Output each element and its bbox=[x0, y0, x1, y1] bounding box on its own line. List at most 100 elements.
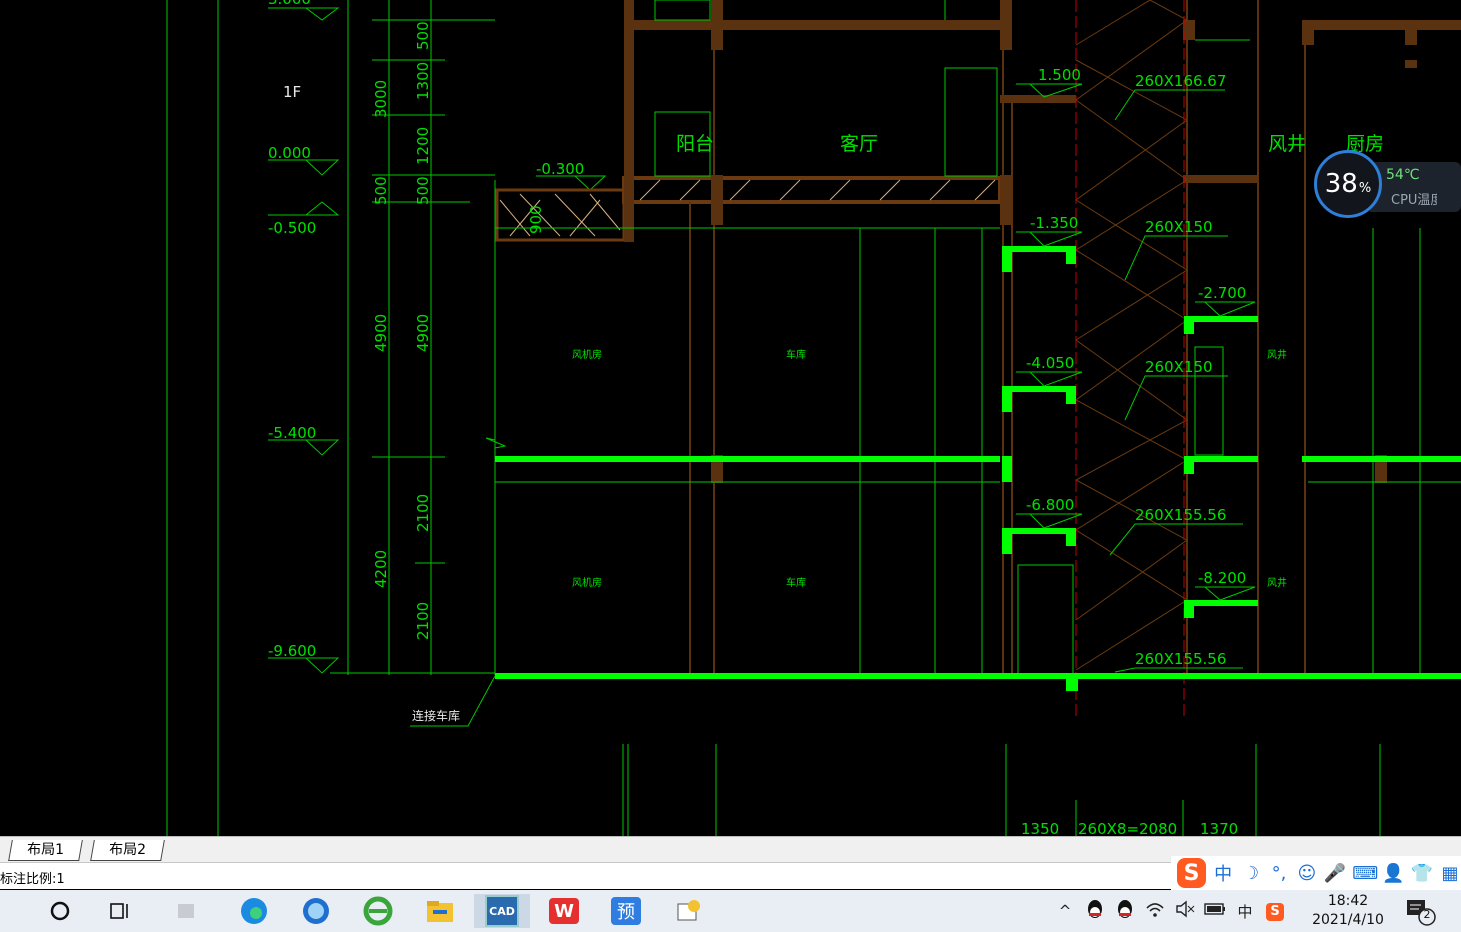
stair-level-1: 1.500 bbox=[1038, 66, 1081, 84]
clock-time: 18:42 bbox=[1327, 893, 1369, 909]
cpu-temperature: 54℃ bbox=[1386, 167, 1420, 183]
tray-expand-icon[interactable]: ^ bbox=[1058, 902, 1072, 920]
ime-indicator[interactable]: 中 bbox=[1237, 902, 1253, 921]
emoji-icon[interactable]: ☺ bbox=[1297, 862, 1317, 884]
skin-icon[interactable]: 👕 bbox=[1410, 862, 1434, 884]
room-shaft-small-2: 风井 bbox=[1267, 576, 1287, 589]
clock-date: 2021/4/10 bbox=[1312, 912, 1384, 928]
stair-level-5: -6.800 bbox=[1026, 496, 1074, 514]
sogou-logo-icon[interactable]: S bbox=[1177, 858, 1207, 888]
microphone-icon[interactable]: 🎤 bbox=[1323, 862, 1347, 884]
stair-spec-d: 260X155.56 bbox=[1135, 506, 1226, 524]
level-b2: -9.600 bbox=[268, 642, 316, 660]
room-fan-2: 风机房 bbox=[572, 576, 602, 589]
start-search-icon[interactable] bbox=[40, 894, 80, 928]
tab-layout-2-label: 布局2 bbox=[109, 842, 147, 858]
connect-garage-label: 连接车库 bbox=[412, 708, 460, 723]
bottom-dim-right: 1370 bbox=[1200, 820, 1238, 836]
dim-inner-500: 500 bbox=[414, 176, 432, 205]
help-app-icon[interactable] bbox=[668, 894, 708, 928]
sogou-tray-icon[interactable]: S bbox=[1260, 901, 1290, 921]
stair-spec-a: 260X166.67 bbox=[1135, 72, 1226, 90]
moon-icon[interactable]: ☽ bbox=[1242, 862, 1260, 884]
dim-inner-4900: 4900 bbox=[414, 314, 432, 352]
volume-mute-icon[interactable] bbox=[1170, 900, 1200, 922]
tab-layout-1-label: 布局1 bbox=[27, 842, 65, 858]
tab-layout-1[interactable]: 布局1 bbox=[8, 840, 83, 861]
cad-app-icon[interactable]: CAD bbox=[474, 894, 530, 928]
ime-chinese-mode[interactable]: 中 bbox=[1214, 864, 1233, 885]
room-garage-1: 车库 bbox=[786, 348, 806, 361]
room-garage-2: 车库 bbox=[786, 576, 806, 589]
cad-app-badge: CAD bbox=[485, 895, 519, 927]
file-explorer-icon[interactable] bbox=[420, 894, 460, 928]
level-ground: -0.500 bbox=[268, 219, 316, 237]
level-b1: -5.400 bbox=[268, 424, 316, 442]
battery-icon[interactable] bbox=[1200, 902, 1230, 920]
cpu-temp-label: CPU温度 bbox=[1391, 193, 1437, 208]
level-floor-1: 0.000 bbox=[268, 144, 311, 162]
toolbox-icon[interactable]: ▦ bbox=[1441, 862, 1459, 884]
sogou-tray-label: S bbox=[1266, 903, 1284, 921]
cpu-monitor-widget[interactable]: 54℃ CPU温度 38% bbox=[1314, 150, 1461, 226]
stair-level-6: -8.200 bbox=[1198, 569, 1246, 587]
preview-app-icon[interactable]: 预 bbox=[606, 894, 646, 928]
ie-icon[interactable] bbox=[358, 894, 398, 928]
ime-toolbar: S 中 ☽ °, ☺ 🎤 ⌨ 👤 👕 ▦ bbox=[1171, 856, 1461, 890]
punctuation-icon[interactable]: °, bbox=[1271, 862, 1287, 884]
room-shaft: 风井 bbox=[1268, 133, 1306, 155]
level-top: 3.000 bbox=[268, 0, 311, 8]
dim-slab-900: 900 bbox=[527, 205, 545, 234]
tab-layout-2[interactable]: 布局2 bbox=[90, 840, 165, 861]
cpu-usage-gauge: 38% bbox=[1314, 150, 1382, 218]
stair-level-2: -1.350 bbox=[1030, 214, 1078, 232]
level-terrace: -0.300 bbox=[536, 160, 584, 178]
box-app-icon[interactable] bbox=[166, 894, 206, 928]
stair-spec-e: 260X155.56 bbox=[1135, 650, 1226, 668]
qq-icon[interactable] bbox=[1080, 899, 1110, 923]
wps-badge: W bbox=[549, 898, 579, 924]
edge-icon[interactable] bbox=[234, 894, 274, 928]
bottom-dim-mid: 260X8=2080 bbox=[1078, 820, 1177, 836]
dim-inner-1200: 1200 bbox=[414, 127, 432, 165]
notification-center-icon[interactable]: 2 bbox=[1404, 896, 1436, 926]
cpu-usage-value: 38 bbox=[1324, 169, 1358, 199]
dim-inner-500-top: 500 bbox=[414, 21, 432, 50]
dim-outer-500: 500 bbox=[372, 176, 390, 205]
notification-count: 2 bbox=[1423, 908, 1431, 921]
user-icon[interactable]: 👤 bbox=[1382, 862, 1405, 884]
section-drawing: 1F 3.000 0.000 -0.500 -5.400 -9.600 -0.3… bbox=[166, 0, 1461, 836]
keyboard-icon[interactable]: ⌨ bbox=[1352, 862, 1379, 884]
stair-level-4: -4.050 bbox=[1026, 354, 1074, 372]
taskbar: CAD W 预 ^ 中 S 18:42 2021/4/10 2 bbox=[0, 890, 1461, 932]
preview-badge: 预 bbox=[611, 897, 641, 925]
system-tray: ^ 中 S bbox=[1050, 890, 1290, 932]
dim-inner-1300: 1300 bbox=[414, 62, 432, 100]
qq-icon-2[interactable] bbox=[1110, 899, 1140, 923]
floor-label: 1F bbox=[283, 83, 301, 101]
room-shaft-small-1: 风井 bbox=[1267, 348, 1287, 361]
dim-outer-3000: 3000 bbox=[372, 80, 390, 118]
room-living: 客厅 bbox=[840, 133, 878, 155]
cpu-monitor-panel: 54℃ CPU温度 bbox=[1370, 162, 1461, 212]
stair-spec-c: 260X150 bbox=[1145, 358, 1213, 376]
dim-outer-4900: 4900 bbox=[372, 314, 390, 352]
room-kitchen: 厨房 bbox=[1346, 133, 1384, 155]
layout-tabs-bar: 布局1 布局2 bbox=[0, 836, 1461, 863]
room-balcony: 阳台 bbox=[676, 133, 714, 155]
dim-inner-2100-b: 2100 bbox=[414, 602, 432, 640]
dim-inner-2100-a: 2100 bbox=[414, 494, 432, 532]
task-view-icon[interactable] bbox=[100, 894, 140, 928]
cad-drawing-canvas[interactable]: 1F 3.000 0.000 -0.500 -5.400 -9.600 -0.3… bbox=[0, 0, 1461, 836]
wifi-icon[interactable] bbox=[1140, 900, 1170, 922]
bottom-dim-left: 1350 bbox=[1021, 820, 1059, 836]
dim-outer-4200: 4200 bbox=[372, 550, 390, 588]
stair-level-3: -2.700 bbox=[1198, 284, 1246, 302]
clock[interactable]: 18:42 2021/4/10 bbox=[1300, 892, 1396, 930]
stair-spec-b: 260X150 bbox=[1145, 218, 1213, 236]
wps-icon[interactable]: W bbox=[544, 894, 584, 928]
command-line-text: 标注比例:1 bbox=[0, 872, 65, 887]
mail-app-icon[interactable] bbox=[296, 894, 336, 928]
cpu-percent-sign: % bbox=[1358, 180, 1372, 196]
room-fan-1: 风机房 bbox=[572, 348, 602, 361]
